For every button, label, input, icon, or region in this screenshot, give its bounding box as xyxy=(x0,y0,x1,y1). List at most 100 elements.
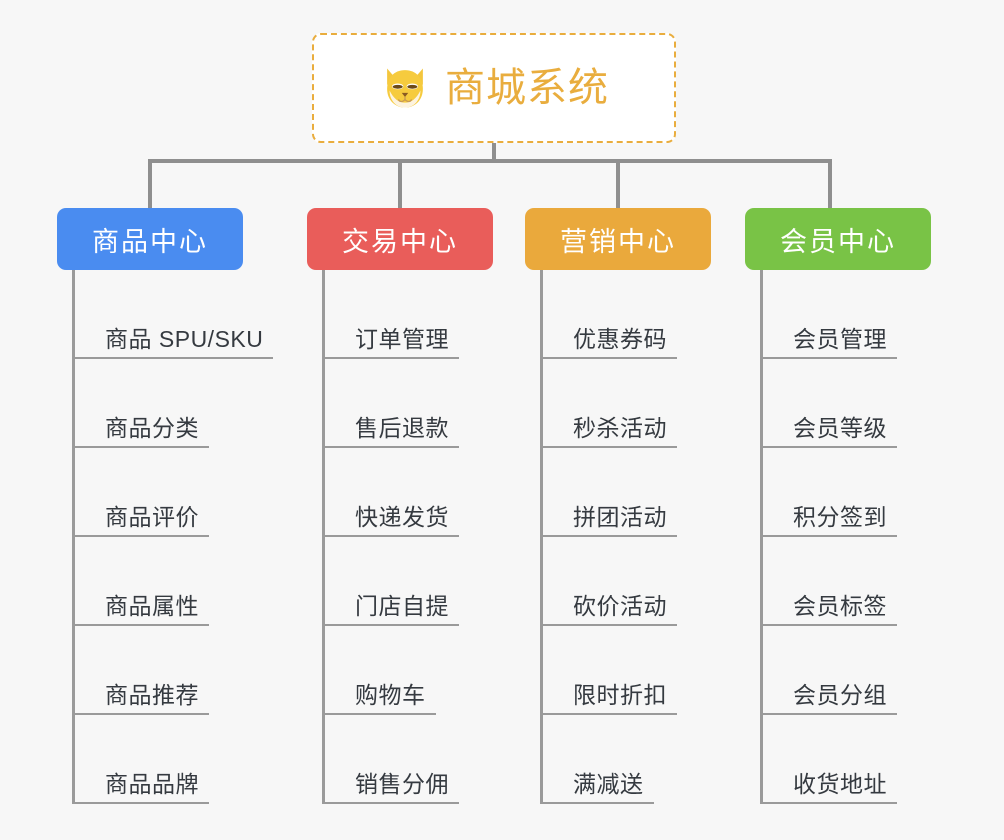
list-item-label: 砍价活动 xyxy=(573,592,667,619)
leaf-underline xyxy=(760,357,897,359)
column-spine xyxy=(540,270,543,804)
column-header-trade-center[interactable]: 交易中心 xyxy=(307,208,493,270)
leaf-underline xyxy=(760,802,897,804)
connector-horizontal-bar xyxy=(148,159,832,163)
leaf-underline xyxy=(540,713,677,715)
column-spine xyxy=(72,270,75,804)
list-item-label: 满减送 xyxy=(573,770,644,797)
leaf-underline xyxy=(322,802,459,804)
list-item-label: 门店自提 xyxy=(355,592,449,619)
list-item[interactable]: 商品 SPU/SKU xyxy=(72,270,273,359)
column-header-label: 营销中心 xyxy=(560,226,676,257)
list-item[interactable]: 订单管理 xyxy=(322,270,493,359)
leaf-underline xyxy=(72,802,209,804)
list-item[interactable]: 商品分类 xyxy=(72,359,243,448)
leaf-underline xyxy=(322,535,459,537)
list-item[interactable]: 购物车 xyxy=(322,626,493,715)
column-header-label: 会员中心 xyxy=(780,226,896,257)
list-item-label: 订单管理 xyxy=(355,325,449,352)
list-item[interactable]: 会员标签 xyxy=(760,537,931,626)
connector-drop-3 xyxy=(616,159,620,209)
list-item[interactable]: 会员管理 xyxy=(760,270,931,359)
connector-root-stem xyxy=(492,143,496,163)
column-header-member-center[interactable]: 会员中心 xyxy=(745,208,931,270)
connector-drop-2 xyxy=(398,159,402,209)
leaf-underline xyxy=(760,713,897,715)
leaf-underline xyxy=(72,535,209,537)
list-item[interactable]: 会员分组 xyxy=(760,626,931,715)
list-item[interactable]: 售后退款 xyxy=(322,359,493,448)
connector-drop-1 xyxy=(148,159,152,209)
column-body: 优惠券码 秒杀活动 拼团活动 砍价活动 限时折扣 满减送 xyxy=(540,270,711,804)
root-node-title: 商城系统 xyxy=(445,66,609,110)
leaf-underline xyxy=(72,713,209,715)
list-item[interactable]: 商品品牌 xyxy=(72,715,243,804)
leaf-underline xyxy=(540,624,677,626)
leaf-underline xyxy=(72,446,209,448)
list-item[interactable]: 销售分佣 xyxy=(322,715,493,804)
leaf-underline xyxy=(322,357,459,359)
shiba-dog-face-icon xyxy=(387,68,423,108)
list-item-label: 售后退款 xyxy=(355,414,449,441)
column-member-center: 会员中心 会员管理 会员等级 积分签到 会员标签 会员分组 xyxy=(745,208,931,804)
list-item[interactable]: 限时折扣 xyxy=(540,626,711,715)
list-item-label: 限时折扣 xyxy=(573,681,667,708)
list-item-label: 商品评价 xyxy=(105,503,199,530)
list-item-label: 拼团活动 xyxy=(573,503,667,530)
column-trade-center: 交易中心 订单管理 售后退款 快递发货 门店自提 购物车 xyxy=(307,208,493,804)
leaf-underline xyxy=(72,357,273,359)
list-item-label: 会员分组 xyxy=(793,681,887,708)
list-item-label: 销售分佣 xyxy=(355,770,449,797)
column-marketing-center: 营销中心 优惠券码 秒杀活动 拼团活动 砍价活动 限时折扣 xyxy=(525,208,711,804)
column-body: 会员管理 会员等级 积分签到 会员标签 会员分组 收货地址 xyxy=(760,270,931,804)
list-item[interactable]: 收货地址 xyxy=(760,715,931,804)
column-header-label: 商品中心 xyxy=(92,226,208,257)
leaf-underline xyxy=(322,624,459,626)
list-item[interactable]: 优惠券码 xyxy=(540,270,711,359)
list-item[interactable]: 会员等级 xyxy=(760,359,931,448)
list-item-label: 快递发货 xyxy=(355,503,449,530)
column-header-product-center[interactable]: 商品中心 xyxy=(57,208,243,270)
column-spine xyxy=(760,270,763,804)
list-item-label: 商品 SPU/SKU xyxy=(105,325,264,352)
list-item-label: 商品属性 xyxy=(105,592,199,619)
list-item[interactable]: 秒杀活动 xyxy=(540,359,711,448)
list-item-label: 收货地址 xyxy=(793,770,887,797)
list-item[interactable]: 商品属性 xyxy=(72,537,243,626)
column-spine xyxy=(322,270,325,804)
list-item[interactable]: 拼团活动 xyxy=(540,448,711,537)
list-item[interactable]: 门店自提 xyxy=(322,537,493,626)
column-body: 订单管理 售后退款 快递发货 门店自提 购物车 销售分佣 xyxy=(322,270,493,804)
leaf-underline xyxy=(72,624,209,626)
leaf-underline xyxy=(540,446,677,448)
leaf-underline xyxy=(540,802,654,804)
list-item[interactable]: 商品评价 xyxy=(72,448,243,537)
column-header-marketing-center[interactable]: 营销中心 xyxy=(525,208,711,270)
leaf-underline xyxy=(322,446,459,448)
list-item-label: 会员标签 xyxy=(793,592,887,619)
list-item[interactable]: 满减送 xyxy=(540,715,711,804)
list-item[interactable]: 快递发货 xyxy=(322,448,493,537)
list-item[interactable]: 商品推荐 xyxy=(72,626,243,715)
list-item-label: 会员等级 xyxy=(793,414,887,441)
column-product-center: 商品中心 商品 SPU/SKU 商品分类 商品评价 商品属性 商品推荐 xyxy=(57,208,273,804)
leaf-underline xyxy=(760,446,897,448)
leaf-underline xyxy=(540,357,677,359)
list-item-label: 秒杀活动 xyxy=(573,414,667,441)
leaf-underline xyxy=(760,624,897,626)
leaf-underline xyxy=(760,535,897,537)
list-item-label: 商品分类 xyxy=(105,414,199,441)
list-item-label: 购物车 xyxy=(355,681,426,708)
list-item[interactable]: 砍价活动 xyxy=(540,537,711,626)
list-item-label: 商品品牌 xyxy=(105,770,199,797)
list-item-label: 商品推荐 xyxy=(105,681,199,708)
list-item-label: 积分签到 xyxy=(793,503,887,530)
column-header-label: 交易中心 xyxy=(342,226,458,257)
list-item[interactable]: 积分签到 xyxy=(760,448,931,537)
list-item-label: 会员管理 xyxy=(793,325,887,352)
connector-drop-4 xyxy=(828,159,832,209)
list-item-label: 优惠券码 xyxy=(573,325,667,352)
root-node-mall-system[interactable]: 商城系统 xyxy=(312,33,676,143)
leaf-underline xyxy=(540,535,677,537)
